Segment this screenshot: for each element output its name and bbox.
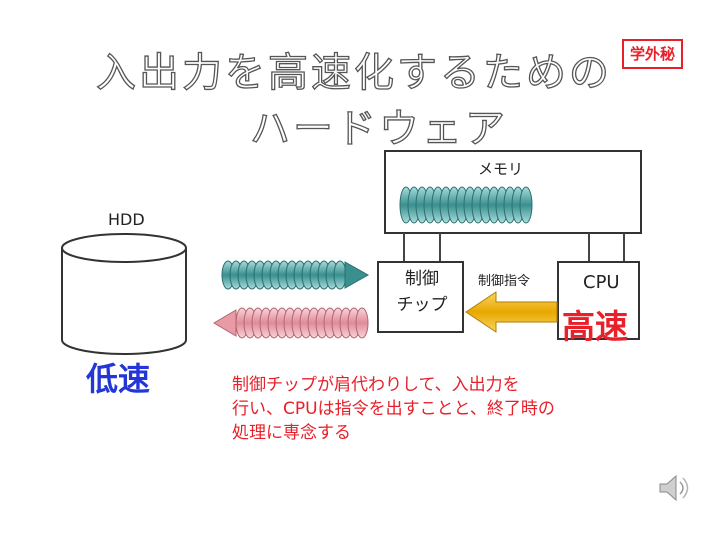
- cpu-box: [557, 261, 640, 340]
- input-data-coil: [235, 307, 369, 339]
- fast-label: 高速: [562, 307, 628, 346]
- memory-cpu-connector: [588, 233, 625, 262]
- output-data-coil: [221, 260, 347, 290]
- note-line-3: 処理に専念する: [232, 423, 351, 443]
- control-chip-label-line1: 制御: [405, 269, 439, 289]
- speaker-icon[interactable]: [659, 474, 689, 502]
- memory-data-coil: [399, 186, 533, 224]
- output-arrow-head: [344, 261, 370, 289]
- input-arrow-head: [213, 309, 237, 337]
- coil-ring: [519, 186, 533, 224]
- page-title-line1: 入出力を高速化するための: [95, 49, 612, 96]
- control-chip-box: [377, 261, 464, 333]
- control-command-label: 制御指令: [478, 274, 531, 289]
- explanation-note: 制御チップが肩代わりして、入出力を 行い、CPUは指令を出すことと、終了時の 処…: [232, 373, 652, 445]
- coil-ring: [333, 260, 347, 290]
- hdd-cylinder: [61, 233, 187, 355]
- control-command-arrow: [465, 291, 558, 333]
- memory-label: メモリ: [478, 160, 524, 178]
- confidential-badge: 学外秘: [622, 39, 683, 69]
- note-line-1: 制御チップが肩代わりして、入出力を: [232, 375, 520, 395]
- note-line-2: 行い、CPUは指令を出すことと、終了時の: [232, 399, 555, 419]
- control-chip-label-line2: チップ: [396, 295, 448, 315]
- page-title-line2: ハードウェア: [249, 105, 508, 152]
- control-chip-label: 制御 チップ: [384, 266, 460, 318]
- slow-label: 低速: [86, 360, 151, 398]
- cpu-label: CPU: [583, 272, 620, 293]
- hdd-label: HDD: [108, 210, 145, 229]
- memory-chip-connector: [403, 233, 441, 262]
- coil-ring: [355, 307, 369, 339]
